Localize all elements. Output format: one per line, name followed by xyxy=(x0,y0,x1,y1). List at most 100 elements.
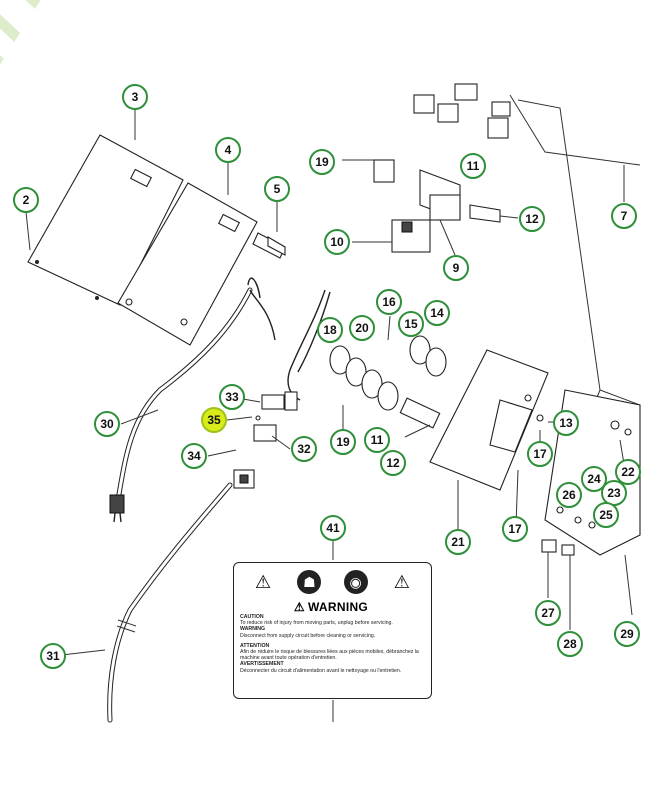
callout-24: 24 xyxy=(581,466,607,492)
callout-20: 20 xyxy=(349,315,375,341)
extension-cable-part-31 xyxy=(107,482,233,723)
svg-text:19: 19 xyxy=(336,435,350,449)
svg-text:20: 20 xyxy=(355,321,369,335)
svg-text:17: 17 xyxy=(508,522,522,536)
callout-31: 31 xyxy=(40,643,66,669)
capacitor-parts xyxy=(329,315,447,429)
svg-text:29: 29 xyxy=(620,627,634,641)
callout-26: 26 xyxy=(556,482,582,508)
callout-4: 4 xyxy=(215,137,241,163)
svg-text:35: 35 xyxy=(207,413,221,427)
callout-27: 27 xyxy=(535,600,561,626)
callout-30: 30 xyxy=(94,411,120,437)
svg-text:2: 2 xyxy=(23,193,30,207)
bracket-part-12-top xyxy=(469,204,519,223)
svg-text:12: 12 xyxy=(386,456,400,470)
callout-41: 41 xyxy=(320,515,346,541)
warning-symbols: ⚠ ☗ ◉ ⚠ xyxy=(240,568,425,596)
panel-part-3 xyxy=(27,134,184,306)
svg-text:4: 4 xyxy=(225,143,232,157)
callout-14: 14 xyxy=(424,300,450,326)
svg-text:34: 34 xyxy=(187,449,201,463)
warning-triangle-icon: ⚠ xyxy=(255,572,272,592)
callout-12-top: 12 xyxy=(519,206,545,232)
callout-10: 10 xyxy=(324,229,350,255)
moving-parts-icon: ⚠ xyxy=(393,572,410,592)
svg-text:28: 28 xyxy=(563,637,577,651)
svg-text:7: 7 xyxy=(621,209,628,223)
svg-text:24: 24 xyxy=(587,472,601,486)
svg-text:41: 41 xyxy=(326,521,340,535)
svg-text:33: 33 xyxy=(225,390,239,404)
svg-text:30: 30 xyxy=(100,417,114,431)
callout-29: 29 xyxy=(614,621,640,647)
warning-title: ⚠WARNING xyxy=(293,600,369,614)
svg-text:15: 15 xyxy=(404,317,418,331)
callout-35-highlighted: 35 xyxy=(201,407,227,433)
callout-7: 7 xyxy=(611,203,637,229)
callout-21: 21 xyxy=(445,529,471,555)
callout-3: 3 xyxy=(122,84,148,110)
svg-text:11: 11 xyxy=(371,433,384,447)
callout-34: 34 xyxy=(181,443,207,469)
svg-text:25: 25 xyxy=(599,508,613,522)
panel-part-4 xyxy=(117,182,258,346)
callout-33: 33 xyxy=(219,384,245,410)
svg-text:9: 9 xyxy=(453,261,460,275)
callout-25: 25 xyxy=(593,502,619,528)
power-cord-part-30 xyxy=(109,277,276,523)
fuse-parts-27-28 xyxy=(541,539,575,630)
wire-harness-part-33 xyxy=(233,289,331,489)
svg-text:5: 5 xyxy=(274,182,281,196)
callout-18: 18 xyxy=(317,317,343,343)
callout-11-bottom: 11 xyxy=(364,427,390,453)
svg-text:17: 17 xyxy=(533,447,547,461)
callout-15: 15 xyxy=(398,311,424,337)
motor-switch-part-10 xyxy=(352,219,431,253)
svg-text:26: 26 xyxy=(562,488,576,502)
svg-text:19: 19 xyxy=(315,155,329,169)
callout-12-bottom: 12 xyxy=(380,450,406,476)
callout-17-middle: 17 xyxy=(527,441,553,467)
svg-text:12: 12 xyxy=(525,212,539,226)
housing-frame xyxy=(509,94,641,616)
svg-text:22: 22 xyxy=(621,465,635,479)
svg-text:32: 32 xyxy=(297,442,311,456)
callout-9: 9 xyxy=(443,255,469,281)
callout-13: 13 xyxy=(553,410,579,436)
svg-text:31: 31 xyxy=(46,649,60,663)
svg-text:10: 10 xyxy=(330,235,344,249)
callout-17-bottom: 17 xyxy=(502,516,528,542)
relay-parts xyxy=(413,83,511,139)
callout-5: 5 xyxy=(264,176,290,202)
screw-parts xyxy=(524,394,632,529)
read-manual-icon: ☗ xyxy=(297,570,322,594)
svg-text:23: 23 xyxy=(607,486,621,500)
callout-16: 16 xyxy=(376,289,402,315)
svg-text:11: 11 xyxy=(467,159,480,173)
svg-text:14: 14 xyxy=(430,306,444,320)
svg-text:16: 16 xyxy=(382,295,396,309)
mounting-plate-part-21 xyxy=(429,349,549,530)
callout-11-top: 11 xyxy=(460,153,486,179)
block-part-5 xyxy=(252,232,286,259)
callout-22: 22 xyxy=(615,459,641,485)
connector-part-19-top xyxy=(342,159,395,183)
svg-text:13: 13 xyxy=(559,416,573,430)
svg-text:18: 18 xyxy=(323,323,337,337)
callout-28: 28 xyxy=(557,631,583,657)
callout-19-bottom: 19 xyxy=(330,429,356,455)
svg-text:27: 27 xyxy=(541,606,555,620)
svg-text:21: 21 xyxy=(451,535,465,549)
callout-2: 2 xyxy=(13,187,39,213)
switch-assembly-part-9 xyxy=(419,169,461,256)
ear-protection-icon: ◉ xyxy=(343,570,368,594)
callout-19-top: 19 xyxy=(309,149,335,175)
callout-32: 32 xyxy=(291,436,317,462)
